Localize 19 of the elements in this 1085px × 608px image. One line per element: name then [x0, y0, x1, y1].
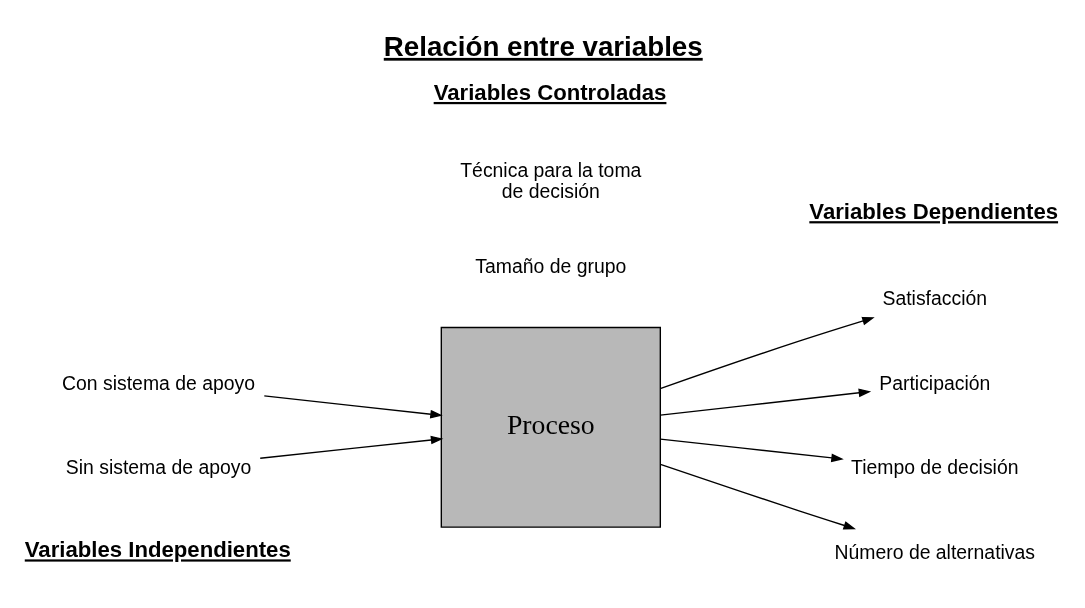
- node-text: Con sistema de apoyo: [62, 371, 256, 394]
- node-text: Tiempo de decisión: [851, 456, 1019, 479]
- arrow: [660, 316, 875, 390]
- node-text: Número de alternativas: [834, 540, 1036, 563]
- node-text: Satisfacción: [882, 286, 988, 309]
- arrow: [659, 438, 844, 463]
- node-text: Participación: [879, 371, 991, 394]
- label: Variables Dependientes: [809, 199, 1059, 225]
- arrow: [659, 463, 856, 530]
- label: Variables Controladas: [433, 79, 667, 105]
- label: Variables Independientes: [24, 537, 291, 563]
- label: Tamaño de grupo: [475, 255, 627, 278]
- arrow: [259, 435, 444, 459]
- arrow: [263, 395, 443, 419]
- node-text: Sin sistema de apoyo: [65, 456, 252, 479]
- node-box: Proceso: [440, 326, 661, 528]
- arrow: [659, 388, 872, 416]
- label: Técnica para la toma de decisión: [460, 158, 642, 202]
- diagram-title: Relación entre variables: [383, 30, 703, 62]
